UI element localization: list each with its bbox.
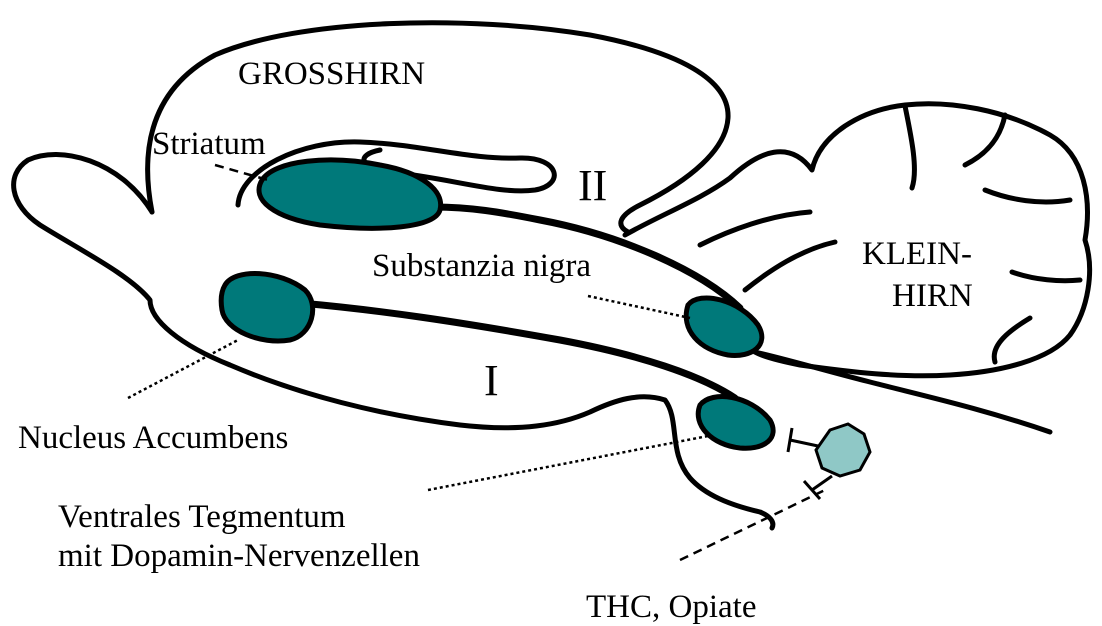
striatum-shape — [259, 160, 441, 228]
inhibition-marker-upper — [788, 428, 818, 452]
nucleus-accumbens-leader-line — [128, 340, 238, 398]
cerebellum-fold-7 — [1012, 272, 1080, 281]
cerebellum-label-line-1: KLEIN- — [862, 236, 972, 272]
inhibition-marker-lower — [804, 476, 832, 499]
nucleus-accumbens-shape — [221, 274, 312, 341]
cerebellum-label-line-2: HIRN — [892, 278, 973, 314]
pathway-two-label: II — [578, 161, 607, 210]
cerebellum-fold-6 — [985, 190, 1070, 202]
pathway-one-mesolimbic — [300, 303, 735, 398]
cerebellum-fold-2 — [745, 242, 835, 290]
drug-leader-line — [680, 490, 825, 560]
drug-shape — [816, 424, 870, 476]
nucleus-accumbens-label: Nucleus Accumbens — [18, 420, 288, 456]
cerebellum-fold-5 — [994, 318, 1030, 362]
substantia-nigra-leader-line — [588, 296, 690, 318]
substantia-nigra-label: Substanzia nigra — [372, 248, 591, 284]
striatum-label: Striatum — [152, 126, 266, 162]
cerebrum-label: GROSSHIRN — [238, 56, 425, 92]
cerebellum-fold-1 — [700, 212, 810, 245]
ventral-tegmentum-leader-line — [428, 436, 708, 490]
substantia-nigra-shape — [686, 298, 762, 355]
ventral-tegmentum-shape — [698, 397, 773, 449]
ventral-tegmentum-label-line-2: mit Dopamin-Nervenzellen — [58, 538, 420, 574]
pathway-one-label: I — [484, 356, 499, 405]
cerebellum-fold-3 — [905, 106, 914, 188]
drugs-label: THC, Opiate — [586, 589, 756, 625]
cerebellum-fold-4 — [965, 115, 1005, 165]
ventral-tegmentum-label-line-1: Ventrales Tegmentum — [58, 499, 346, 535]
